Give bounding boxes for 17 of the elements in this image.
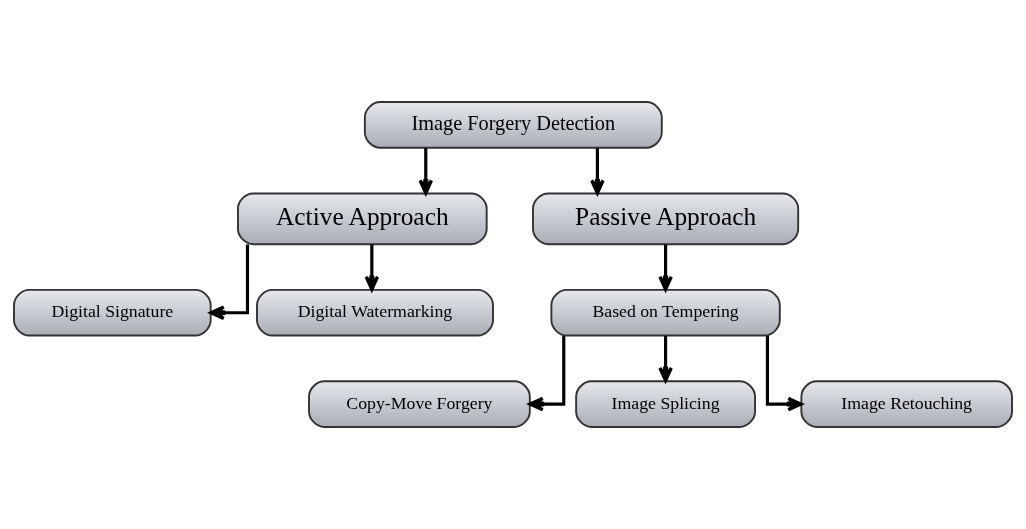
arrow [765,335,803,412]
arrow [528,335,566,412]
arrow [658,244,673,292]
arrow [364,244,380,292]
arrow [590,148,605,195]
node-box: Passive Approach [532,192,800,246]
node-box: Image Splicing [575,380,756,428]
arrow [418,148,434,195]
node-box: Digital Signature [13,288,212,337]
node-box: Image Forgery Detection [363,101,663,149]
arrow [658,335,673,383]
node-box: Based on Tempering [550,288,781,337]
node-box: Image Retouching [800,380,1013,428]
node-box: Copy-Move Forgery [308,380,531,428]
node-box: Active Approach [237,192,488,246]
arrow [209,244,250,320]
node-box: Digital Watermarking [256,288,494,337]
